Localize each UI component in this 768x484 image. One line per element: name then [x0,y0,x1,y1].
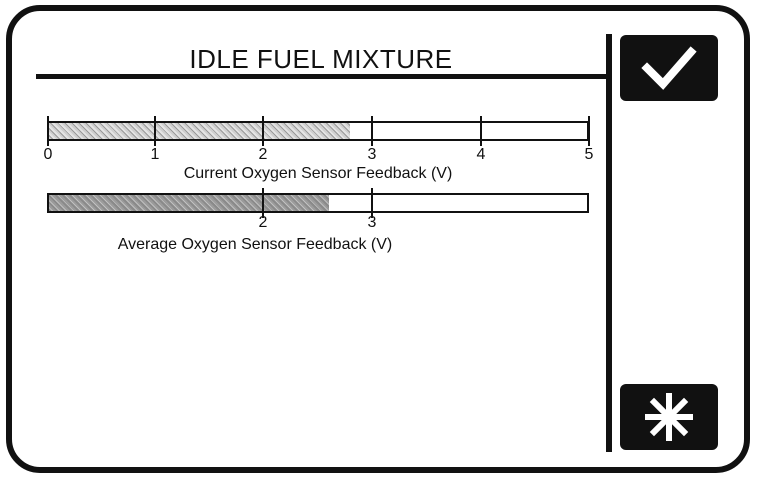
average-gauge-tick-2 [262,188,264,218]
current-gauge-tick-label: 0 [43,146,53,163]
average-gauge-caption: Average Oxygen Sensor Feedback (V) [117,236,393,253]
softkey-divider [606,34,612,452]
current-gauge-tick-1 [154,116,156,146]
current-gauge-tick-0 [47,116,49,146]
title-underline [36,74,606,79]
current-gauge-tick-label: 2 [258,146,268,163]
asterisk-softkey[interactable] [620,384,718,450]
current-o2-gauge [47,121,589,141]
average-o2-gauge-fill [49,195,329,211]
current-gauge-tick-label: 5 [584,146,594,163]
current-gauge-tick-4 [480,116,482,146]
average-o2-gauge [47,193,589,213]
average-gauge-tick-label: 3 [367,214,377,231]
current-gauge-tick-label: 4 [476,146,486,163]
current-gauge-tick-5 [588,116,590,146]
current-o2-gauge-fill [49,123,351,139]
current-gauge-tick-2 [262,116,264,146]
average-gauge-tick-3 [371,188,373,218]
screen-title: IDLE FUEL MIXTURE [189,44,453,74]
current-gauge-tick-label: 1 [150,146,160,163]
current-gauge-caption: Current Oxygen Sensor Feedback (V) [183,165,453,182]
accept-softkey[interactable] [620,35,718,101]
average-gauge-tick-label: 2 [258,214,268,231]
asterisk-icon [645,393,693,441]
current-gauge-tick-label: 3 [367,146,377,163]
checkmark-icon [641,46,697,90]
current-gauge-tick-3 [371,116,373,146]
